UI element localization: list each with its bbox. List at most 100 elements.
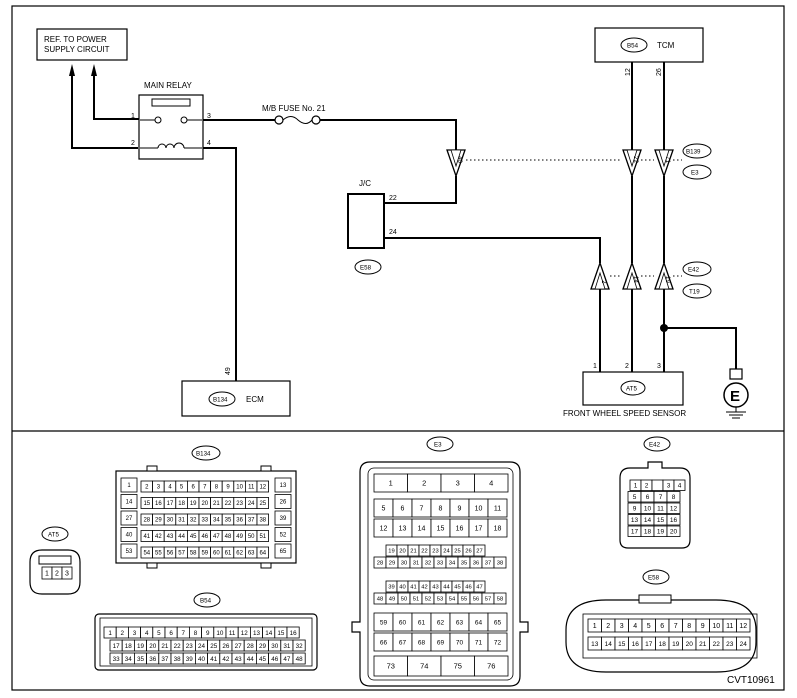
relay-pin-3: 3: [207, 113, 211, 120]
jc-pin-22: 22: [389, 195, 397, 202]
b134-pin-label: 19: [190, 501, 197, 507]
e58-pin-cell: [736, 636, 751, 651]
e42-pin-cell: [651, 479, 664, 491]
b54-pin-label: 37: [161, 656, 169, 663]
e3-pin-cell: [487, 612, 508, 632]
relay-coil-icon: [157, 142, 185, 149]
b134-tag: [208, 391, 236, 407]
e3-pin-label: 26: [465, 549, 471, 555]
b54-pin-label: 32: [296, 643, 304, 650]
b134-key-right: [260, 562, 272, 569]
e58-pin-label: 11: [726, 623, 733, 630]
b134-pin-label: 27: [126, 516, 133, 522]
pin-14: 14: [632, 276, 639, 283]
e3-pin-label: 59: [380, 619, 388, 626]
e3-pin-label: 14: [418, 526, 426, 533]
e3-pin-label: 25: [454, 549, 460, 555]
b54-pin-label: 45: [259, 656, 267, 663]
e58-pin-label: 20: [686, 641, 694, 648]
b54-pin-cell: [292, 639, 306, 652]
b134-latch-left: [146, 465, 158, 472]
e3-pin-label: 63: [456, 619, 464, 626]
arrow-up-icon: [69, 64, 75, 76]
e42-pin-cell: [666, 491, 681, 503]
b54-pin-label: 19: [137, 643, 145, 650]
b54-pin-label: 33: [113, 656, 121, 663]
e3-pin-label: 71: [475, 639, 483, 646]
ref-power-box: [36, 28, 128, 61]
jc-pin-24: 24: [389, 229, 397, 236]
jc-label: J/C: [359, 179, 371, 188]
ecm-label: ECM: [246, 395, 264, 404]
b134-pin-label: 4: [168, 485, 172, 491]
b134-pin-label: 35: [225, 518, 232, 524]
pin-2: 2: [600, 280, 607, 284]
b54-pin-cell: [286, 626, 300, 639]
e58-face: [565, 599, 757, 673]
b134-pin-label: 53: [126, 549, 133, 555]
fuse-terminal-left: [274, 115, 284, 125]
b134-pin-label: 24: [248, 501, 255, 507]
b134-pin-label: 15: [143, 501, 150, 507]
e3-pin-label: 75: [454, 662, 462, 671]
b139-tag-text: B139: [686, 149, 701, 156]
e42-pin-label: 19: [657, 529, 665, 536]
b134-pin-label: 37: [248, 518, 255, 524]
b134-pin-cell: [256, 480, 270, 493]
b54-pin-label: 23: [186, 643, 194, 650]
b54-pin-label: 48: [296, 656, 304, 663]
wire-relay-1: [93, 74, 140, 120]
e3-pin-label: 41: [410, 585, 416, 591]
e3-pin-label: 58: [497, 597, 503, 603]
e3-pin-label: 28: [377, 561, 383, 567]
e58-face-tag: [642, 569, 670, 585]
b134-pin-label: 14: [126, 500, 133, 506]
e42-pin-label: 20: [670, 529, 678, 536]
e3-pin-cell: [474, 655, 509, 677]
e42-pin-label: 11: [657, 506, 664, 513]
e3-pin-label: 49: [389, 597, 395, 603]
b134-pin-label: 40: [126, 533, 133, 539]
b54-pin-label: 29: [259, 643, 267, 650]
b134-face-tag-text: B134: [196, 451, 211, 458]
ref-power-line-1: REF. TO POWER: [44, 35, 107, 44]
fuse-icon: [282, 116, 313, 124]
e3-pin-label: 39: [388, 585, 394, 591]
b134-pin-label: 55: [155, 551, 162, 557]
e58-face-inner: [582, 613, 758, 659]
relay-pin-2: 2: [131, 140, 135, 147]
b134-pin-cell: [256, 513, 270, 526]
e42-pin-label: 15: [657, 517, 665, 524]
sensor-label: FRONT WHEEL SPEED SENSOR: [563, 409, 686, 418]
e3-pin-label: 20: [399, 549, 405, 555]
e42-pin-cell: [673, 479, 686, 491]
e58-pin-label: 22: [713, 641, 721, 648]
e58-pin-label: 6: [660, 623, 664, 630]
b134-pin-label: 17: [167, 501, 174, 507]
b134-pin-cell: [274, 477, 292, 493]
e3-pin-label: 37: [485, 561, 491, 567]
e3-pin-label: 72: [494, 639, 502, 646]
e3-pin-cell: [473, 580, 486, 593]
b134-pin-label: 21: [213, 501, 220, 507]
b134-pin-label: 47: [213, 534, 220, 540]
e3-pin-label: 24: [443, 549, 450, 555]
e58-pin-label: 4: [633, 623, 637, 630]
b134-pin-label: 43: [167, 534, 174, 540]
pin-40: 40: [456, 156, 463, 163]
b54-face-tag: [193, 592, 221, 608]
at5-tag-text: AT5: [626, 386, 637, 393]
e3-face-inner: [367, 467, 514, 681]
e42-pin-label: 17: [631, 529, 639, 536]
b134-pin-label: 56: [167, 551, 174, 557]
b54-pin-label: 11: [229, 630, 236, 637]
b134-pin-label: 2: [145, 485, 149, 491]
e3-pin-label: 21: [410, 549, 416, 555]
b134-pin-label: 48: [225, 534, 232, 540]
e58-pin-label: 3: [620, 623, 624, 630]
b134-pin-label: 59: [201, 551, 208, 557]
b134-pin-label: 3: [157, 485, 161, 491]
e42-pin-cell: [666, 525, 681, 537]
b134-pin-cell: [274, 543, 292, 559]
